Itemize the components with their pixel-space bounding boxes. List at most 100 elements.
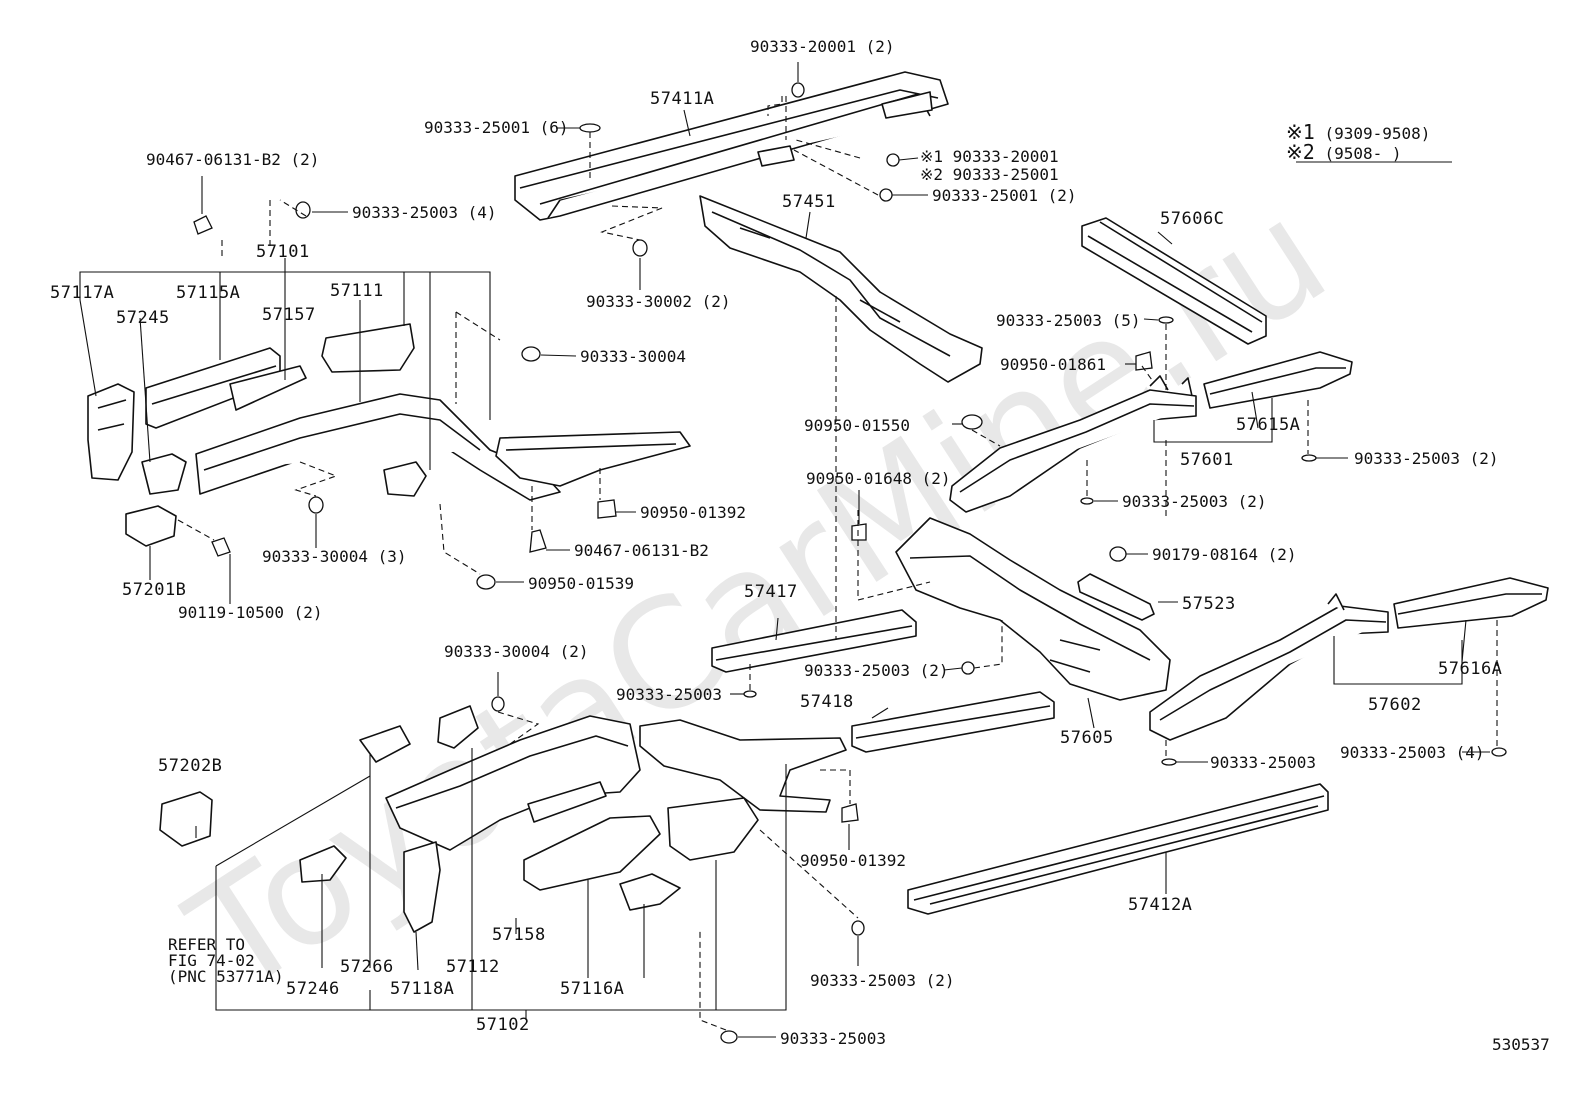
label-90333-30002-2[interactable]: 90333-30002 (2) <box>586 292 731 311</box>
label-57451[interactable]: 57451 <box>782 192 836 212</box>
grommet-90950-01392-a[interactable] <box>597 499 617 519</box>
clip-90467-06131-b2-2[interactable] <box>193 215 213 235</box>
plug-m1-90333-20001[interactable] <box>886 153 900 167</box>
plug-90333-25003-2a[interactable] <box>1301 454 1317 462</box>
plug-90333-25003-c[interactable] <box>720 1030 738 1044</box>
label-57201b[interactable]: 57201B <box>122 580 187 600</box>
label-90950-01861[interactable]: 90950-01861 <box>1000 355 1106 374</box>
part-57102-side-member[interactable] <box>385 715 641 851</box>
label-m2-90333-25001[interactable]: ※2 90333-25001 <box>920 165 1059 184</box>
label-m1-90333-20001[interactable]: ※1 90333-20001 <box>920 147 1059 166</box>
label-90950-01550[interactable]: 90950-01550 <box>804 416 910 435</box>
part-bracket-center[interactable] <box>383 461 427 497</box>
grommet-90950-01392-b[interactable] <box>841 803 859 823</box>
label-90333-25001-2[interactable]: 90333-25001 (2) <box>932 186 1077 205</box>
label-57412a[interactable]: 57412A <box>1128 895 1193 915</box>
part-57101-front-rail[interactable] <box>495 431 691 487</box>
part-57601[interactable] <box>949 375 1197 513</box>
part-57102-front-rail[interactable] <box>639 719 847 813</box>
part-57116a[interactable] <box>523 815 661 891</box>
label-90333-30004-3[interactable]: 90333-30004 (3) <box>262 547 407 566</box>
part-57102-apron[interactable] <box>667 797 759 861</box>
label-57246[interactable]: 57246 <box>286 979 340 999</box>
part-57418[interactable] <box>851 691 1055 753</box>
grommet-90179-08164-2[interactable] <box>1109 546 1127 562</box>
part-57202b[interactable] <box>159 791 213 847</box>
label-90333-25003-5[interactable]: 90333-25003 (5) <box>996 311 1141 330</box>
part-57266[interactable] <box>359 725 411 763</box>
label-57266[interactable]: 57266 <box>340 957 394 977</box>
part-57102-bracket[interactable] <box>619 873 681 911</box>
grommet-90950-01550[interactable] <box>961 414 983 430</box>
part-57411a[interactable] <box>514 71 949 221</box>
plug-90333-30004-3[interactable] <box>308 496 324 514</box>
part-57451[interactable] <box>699 195 983 383</box>
label-90333-25003-4a[interactable]: 90333-25003 (4) <box>352 203 497 222</box>
label-57116a[interactable]: 57116A <box>560 979 625 999</box>
label-90333-25003-b[interactable]: 90333-25003 <box>1210 753 1316 772</box>
label-57616a[interactable]: 57616A <box>1438 659 1503 679</box>
label-57601[interactable]: 57601 <box>1180 450 1234 470</box>
label-90333-25001-6[interactable]: 90333-25001 (6) <box>424 118 569 137</box>
plug-90333-30004-2[interactable] <box>491 696 505 712</box>
label-90467-06131-b2-2[interactable]: 90467-06131-B2 (2) <box>146 150 320 169</box>
part-57158[interactable] <box>527 781 607 823</box>
label-90333-25003-a[interactable]: 90333-25003 <box>616 685 722 704</box>
plug-90333-25003-4b[interactable] <box>1491 747 1507 757</box>
plug-90333-25001-2[interactable] <box>879 188 893 202</box>
label-90333-30004-a[interactable]: 90333-30004 <box>580 347 686 366</box>
label-57245[interactable]: 57245 <box>116 308 170 328</box>
label-57418[interactable]: 57418 <box>800 692 854 712</box>
label-57411a[interactable]: 57411A <box>650 89 715 109</box>
label-57115a[interactable]: 57115A <box>176 283 241 303</box>
label-90950-01648-2[interactable]: 90950-01648 (2) <box>806 469 951 488</box>
label-57606c[interactable]: 57606C <box>1160 209 1225 229</box>
label-90333-25003-c[interactable]: 90333-25003 <box>780 1029 886 1048</box>
label-90179-08164-2[interactable]: 90179-08164 (2) <box>1152 545 1297 564</box>
label-90333-30004-2[interactable]: 90333-30004 (2) <box>444 642 589 661</box>
plug-90333-25003-2b[interactable] <box>1080 497 1094 505</box>
label-90333-25003-2d[interactable]: 90333-25003 (2) <box>810 971 955 990</box>
label-57112[interactable]: 57112 <box>446 957 500 977</box>
label-57417[interactable]: 57417 <box>744 582 798 602</box>
label-57118a[interactable]: 57118A <box>390 979 455 999</box>
label-57117a[interactable]: 57117A <box>50 283 115 303</box>
label-57602[interactable]: 57602 <box>1368 695 1422 715</box>
plug-90333-25003-5[interactable] <box>1158 316 1174 324</box>
grommet-90950-01861[interactable] <box>1135 351 1153 371</box>
label-57615a[interactable]: 57615A <box>1236 415 1301 435</box>
part-57117a[interactable] <box>87 383 135 481</box>
label-90333-25003-2b[interactable]: 90333-25003 (2) <box>1122 492 1267 511</box>
part-57201b[interactable] <box>125 505 177 547</box>
part-57245[interactable] <box>141 453 187 495</box>
plug-90333-30004-a[interactable] <box>521 346 541 362</box>
label-90333-25003-2c[interactable]: 90333-25003 (2) <box>804 661 949 680</box>
plug-90333-20001-2[interactable] <box>791 82 805 98</box>
label-90333-25003-4b[interactable]: 90333-25003 (4) <box>1340 743 1485 762</box>
label-57102[interactable]: 57102 <box>476 1015 530 1035</box>
label-57101[interactable]: 57101 <box>256 242 310 262</box>
part-57615a[interactable] <box>1203 351 1353 409</box>
grommet-90950-01648-2[interactable] <box>851 523 867 541</box>
part-57111[interactable] <box>321 323 415 373</box>
part-57606c[interactable] <box>1081 217 1267 345</box>
label-57523[interactable]: 57523 <box>1182 594 1236 614</box>
clip-90467-06131-b2[interactable] <box>529 529 547 553</box>
part-57417[interactable] <box>711 609 917 673</box>
label-57202b[interactable]: 57202B <box>158 756 223 776</box>
plug-90333-25003-b[interactable] <box>1161 758 1177 766</box>
bolt-90119-10500-2[interactable] <box>211 537 231 557</box>
part-57605[interactable] <box>895 517 1171 701</box>
label-57111[interactable]: 57111 <box>330 281 384 301</box>
plug-90333-25003-2c[interactable] <box>961 661 975 675</box>
part-57412a[interactable] <box>907 783 1329 915</box>
part-57602[interactable] <box>1149 593 1389 741</box>
label-90950-01392-b[interactable]: 90950-01392 <box>800 851 906 870</box>
part-57616a[interactable] <box>1393 577 1549 629</box>
part-57246[interactable] <box>299 845 347 883</box>
plug-90333-25003-a[interactable] <box>743 690 757 698</box>
grommet-90950-01539[interactable] <box>476 574 496 590</box>
part-57101-side-member[interactable] <box>195 393 561 501</box>
plug-90333-25003-2d[interactable] <box>851 920 865 936</box>
part-57523[interactable] <box>1077 573 1155 621</box>
